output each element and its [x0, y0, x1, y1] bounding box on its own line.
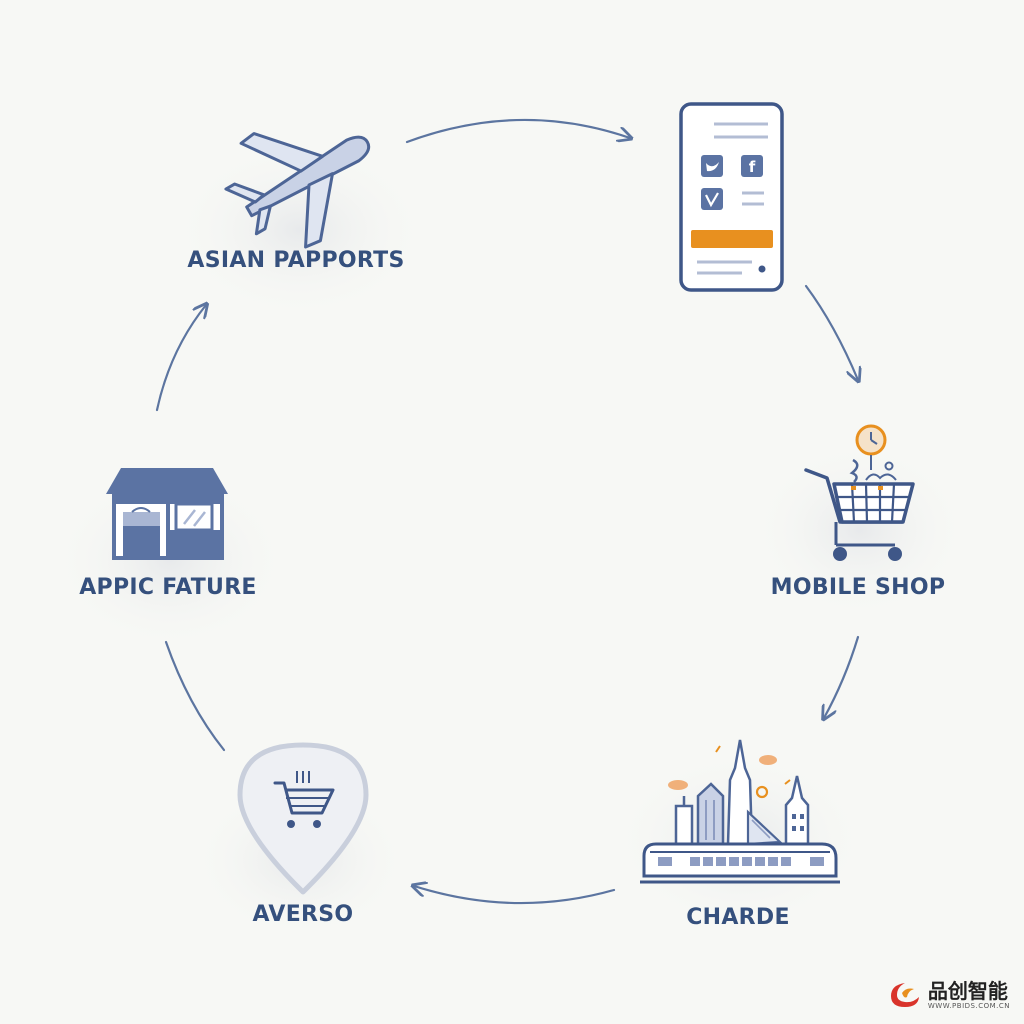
cart-location-pin-icon [237, 742, 369, 895]
node-mobile-shop: MOBILE SHOP [771, 424, 946, 600]
arrow-averso-to-fature [164, 640, 226, 752]
node-phone-app: f [679, 102, 784, 292]
arrow-phone-to-shop [804, 284, 858, 380]
pbids-logo-icon [890, 983, 919, 1007]
cta-bar [691, 230, 773, 248]
twitter-icon [701, 155, 723, 177]
watermark: 品创智能 WWW.PBIDS.COM.CN [888, 980, 1010, 1010]
watermark-url: WWW.PBIDS.COM.CN [927, 1002, 1010, 1010]
node-label: MOBILE SHOP [771, 575, 946, 600]
node-label: ASIAN PAPPORTS [187, 248, 404, 273]
node-label: AVERSO [253, 902, 354, 927]
shopping-cart-icon [804, 424, 915, 561]
node-label: CHARDE [686, 905, 790, 930]
node-asian-papports: ASIAN PAPPORTS [187, 132, 404, 273]
city-train-icon [640, 739, 840, 884]
vine-icon [701, 188, 723, 210]
smartphone-social-icon: f [679, 102, 784, 292]
node-label: APPIC FATURE [79, 575, 257, 600]
airplane-icon [224, 132, 371, 249]
facebook-icon [741, 155, 763, 177]
arrow-charde-to-averso [414, 886, 616, 905]
watermark-title: 品创智能 [927, 979, 1008, 1003]
arrow-shop-to-charde [824, 635, 860, 718]
storefront-icon [106, 468, 228, 560]
arrow-fature-to-papports [155, 305, 206, 412]
svg-text:f: f [749, 158, 756, 176]
node-charde: CHARDE [640, 739, 840, 930]
node-appic-fature: APPIC FATURE [79, 468, 257, 600]
arrow-papports-to-phone [405, 118, 630, 144]
node-averso: AVERSO [237, 742, 369, 927]
